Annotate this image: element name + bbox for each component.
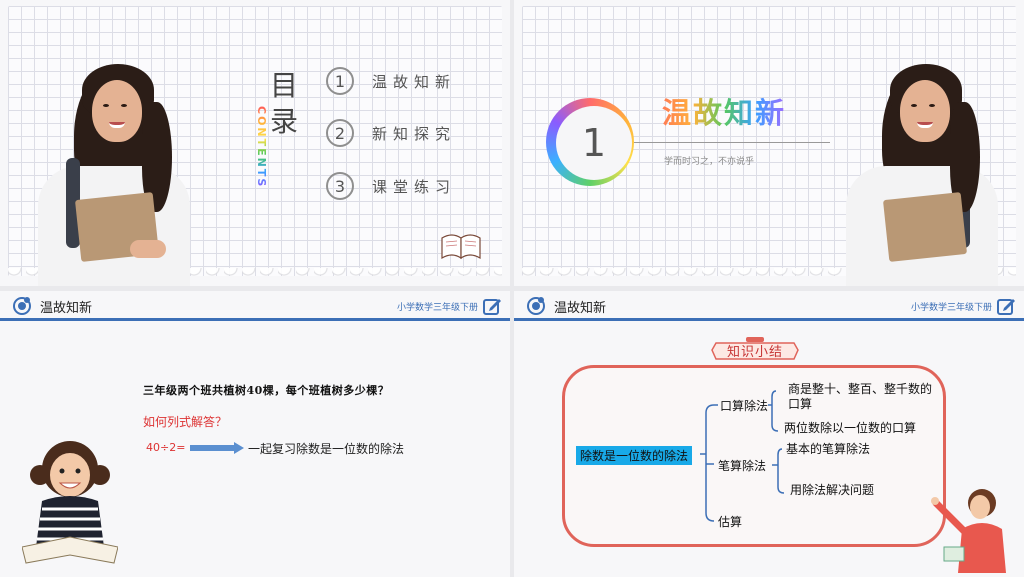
mindmap-branch-written: 笔算除法: [718, 459, 767, 473]
target-icon: [13, 297, 31, 315]
header-title: 温故知新: [554, 301, 607, 316]
arrow-right-icon: [190, 442, 244, 454]
slide-knowledge-summary[interactable]: 温故知新 小学数学三年级下册 知识小结 除数是一位数的除法 口算除法 商是整十、…: [514, 291, 1024, 577]
prompt-text: 如何列式解答？: [143, 415, 228, 429]
toc-number: 3: [326, 172, 354, 200]
mindmap-branch-estimate: 估算: [718, 515, 743, 529]
slide-contents[interactable]: 目录 CONTENTS 1 温故知新 2 新知探究 3 课堂练习: [0, 0, 510, 286]
header-course: 小学数学三年级下册: [396, 303, 478, 313]
toc-item-3[interactable]: 3 课堂练习: [326, 171, 456, 201]
toc-label: 新知探究: [372, 124, 457, 143]
toc-item-2[interactable]: 2 新知探究: [326, 118, 456, 148]
header-title: 温故知新: [40, 301, 93, 316]
slide-review-question[interactable]: 温故知新 小学数学三年级下册 三年级两个班共植树40棵，每个班植树多少棵？ 如何…: [0, 291, 510, 577]
word-problem: 三年级两个班共植树40棵，每个班植树多少棵？: [143, 384, 390, 397]
toc-number: 2: [326, 119, 354, 147]
open-book-icon: [441, 234, 481, 260]
summary-badge: [711, 337, 799, 360]
contents-title: 目录: [269, 69, 298, 138]
toc-label: 温故知新: [372, 72, 457, 91]
slide-header: 温故知新 小学数学三年级下册: [514, 291, 1024, 321]
toc-number: 1: [326, 67, 354, 95]
child-reading-illustration: [22, 441, 118, 564]
section-number-ring: 1: [546, 98, 634, 186]
mindmap-leaf: 基本的笔算除法: [786, 442, 871, 456]
mindmap-leaf: 用除法解决问题: [790, 483, 875, 497]
edit-icon[interactable]: [996, 296, 1016, 316]
contents-subtitle: CONTENTS: [255, 106, 268, 189]
section-subtitle: 学而时习之，不亦说乎: [664, 157, 755, 167]
header-course: 小学数学三年级下册: [910, 303, 992, 313]
toc-item-1[interactable]: 1 温故知新: [326, 66, 456, 96]
student-photo: [34, 62, 194, 286]
student-photo: [842, 62, 1002, 286]
mindmap-leaf: 两位数除以一位数的口算: [784, 421, 917, 435]
toc-label: 课堂练习: [372, 177, 457, 196]
mindmap-root: 除数是一位数的除法: [576, 446, 693, 465]
target-icon: [527, 297, 545, 315]
edit-icon[interactable]: [482, 296, 502, 316]
summary-title: 知识小结: [727, 345, 784, 360]
section-number: 1: [556, 106, 632, 180]
divider: [634, 142, 830, 143]
equation: 40÷2=: [146, 441, 186, 454]
teacher-illustration: [931, 489, 1006, 573]
slide-header: 温故知新 小学数学三年级下册: [0, 291, 510, 321]
section-title: 温故知新: [662, 90, 786, 132]
mindmap-branch-oral: 口算除法: [720, 399, 769, 413]
mindmap-leaf: 商是整十、整百、整千数的口算: [788, 382, 933, 411]
mindmap-connectors: [700, 390, 785, 522]
slide-section-title[interactable]: 1 温故知新 学而时习之，不亦说乎: [514, 0, 1024, 286]
review-note: 一起复习除数是一位数的除法: [248, 442, 405, 456]
